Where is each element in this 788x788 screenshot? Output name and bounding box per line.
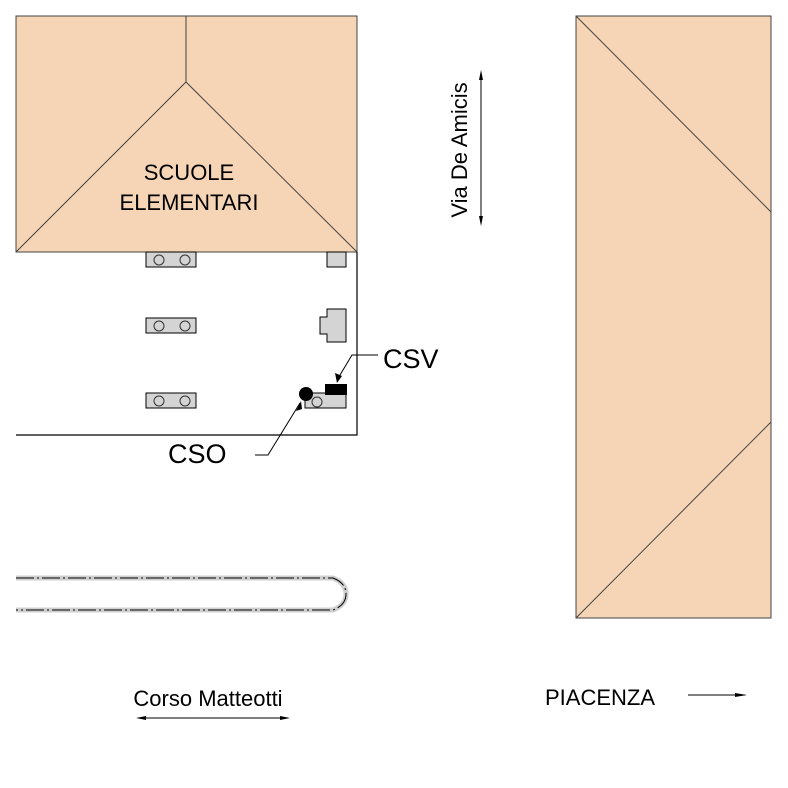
school-label-line2: ELEMENTARI	[120, 190, 259, 215]
csv-leader-line	[336, 354, 378, 381]
small-unit[interactable]	[326, 251, 347, 268]
csv-label: CSV	[383, 344, 439, 374]
east-building[interactable]	[575, 15, 772, 619]
cso-leader-line	[255, 402, 301, 456]
roof-line	[575, 15, 772, 213]
school-building[interactable]: SCUOLE ELEMENTARI	[15, 15, 358, 253]
east-building-footprint	[575, 15, 772, 619]
cso-marker[interactable]	[299, 387, 313, 401]
corso-matteotti-arrow-icon	[136, 716, 290, 720]
csv-leader-arrow-icon	[335, 373, 342, 383]
school-label-line1: SCUOLE	[144, 160, 234, 185]
double-unit[interactable]	[145, 251, 197, 268]
street-label-corso-matteotti: Corso Matteotti	[133, 686, 282, 711]
courtyard-boundary	[16, 252, 358, 436]
roof-hip-lines	[15, 81, 358, 253]
direction-label-piacenza: PIACENZA	[545, 685, 655, 710]
via-de-amicis-arrow-icon	[479, 70, 483, 226]
courtyard-equipment	[145, 251, 347, 409]
cso-leader-arrow-icon	[296, 401, 302, 411]
street-label-via-de-amicis: Via De Amicis	[447, 82, 472, 217]
double-unit[interactable]	[145, 317, 197, 334]
stepped-unit[interactable]	[319, 308, 347, 343]
csv-marker[interactable]	[325, 384, 347, 395]
roof-line	[575, 421, 772, 619]
cso-label: CSO	[168, 439, 227, 469]
piacenza-arrow-icon	[688, 693, 747, 697]
underground-duct	[16, 575, 349, 613]
double-unit[interactable]	[145, 392, 197, 409]
